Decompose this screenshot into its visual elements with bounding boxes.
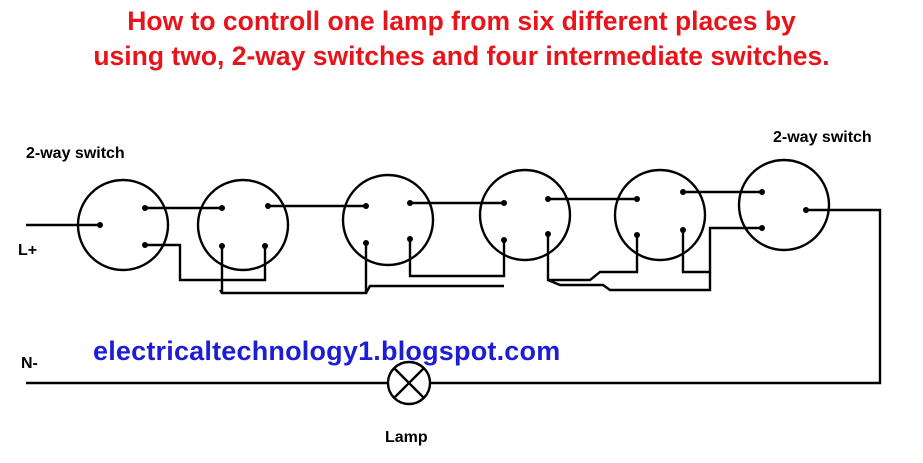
label-neutral: N- bbox=[21, 355, 38, 372]
title-line-2: using two, 2-way switches and four inter… bbox=[93, 41, 830, 71]
label-right-2way-switch: 2-way switch bbox=[773, 129, 872, 146]
switch-intermediate-3 bbox=[478, 168, 572, 262]
switch-intermediate-4 bbox=[613, 168, 707, 262]
wire-return bbox=[430, 208, 882, 385]
lamp-symbol bbox=[386, 360, 432, 406]
switch-intermediate-2 bbox=[341, 173, 435, 267]
wire-traveller-bottom bbox=[145, 226, 762, 295]
title-line-1: How to controll one lamp from six differ… bbox=[127, 6, 796, 36]
wire-traveller-top bbox=[145, 190, 762, 210]
label-live: L+ bbox=[18, 242, 38, 259]
watermark-url: electricaltechnology1.blogspot.com bbox=[93, 336, 561, 366]
switch-2way-right bbox=[737, 158, 831, 252]
label-left-2way-switch: 2-way switch bbox=[26, 145, 125, 162]
wire-cross-links bbox=[219, 272, 712, 294]
switch-intermediate-1 bbox=[196, 178, 290, 272]
label-lamp: Lamp bbox=[385, 429, 428, 446]
